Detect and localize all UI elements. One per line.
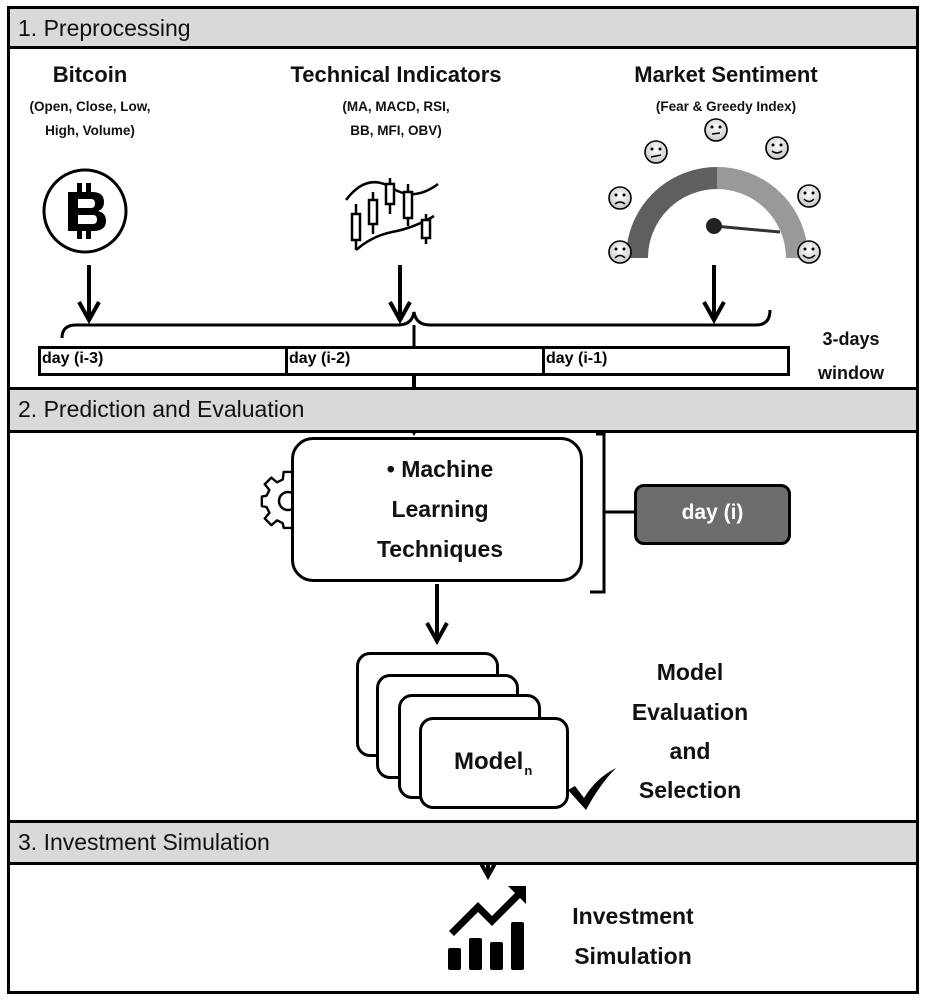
candlestick-icon [345,178,439,251]
technical-title: Technical Indicators [290,62,502,87]
bitcoin-title: Bitcoin [52,62,128,87]
section-title-simulation: 3. Investment Simulation [18,829,270,855]
ml-line1: • Machine [386,456,494,482]
merge-brace [60,309,772,339]
bitcoin-icon [42,168,128,254]
input-arrows [77,265,726,325]
bitcoin-subtitle-line2: High, Volume) [45,123,135,138]
bitcoin-arrowhead [77,301,101,325]
technical-subtitle-line1: (MA, MACD, RSI, [342,99,450,114]
investment-line2: Simulation [574,943,692,969]
window-cell-label: day (i-2) [289,350,351,367]
window-cell-day-i-3: day (i-3) [38,346,288,376]
growth-chart-icon [448,886,526,970]
technical-subtitle-line2: BB, MFI, OBV) [350,123,442,138]
sentiment-title: Market Sentiment [634,62,818,87]
eval-line2: Evaluation [631,699,749,725]
diagram-frame [7,6,919,994]
gauge-icon [608,118,821,264]
section-header-simulation: 3. Investment Simulation [10,820,916,865]
model-n-label: Modeln [454,748,532,778]
ml-to-model-arrowhead [425,622,449,646]
ml-techniques-box: • Machine Learning Techniques [291,437,583,582]
checkmark-icon [568,768,616,810]
window-label-line2: window [818,363,884,383]
technical-arrowhead [388,301,412,325]
model-subscript: n [524,763,533,778]
sentiment-arrowhead [702,301,726,325]
eval-line4: Selection [638,777,742,803]
sentiment-subtitle: (Fear & Greedy Index) [655,99,797,114]
window-cell-day-i-2: day (i-2) [285,346,545,376]
ml-line3: Techniques [376,536,504,562]
target-day-label: day (i) [681,501,744,524]
target-day-box: day (i) [634,484,791,545]
window-cell-day-i-1: day (i-1) [542,346,790,376]
eval-line3: and [669,738,711,764]
window-cell-label: day (i-3) [42,350,104,367]
model-card-front [419,717,569,809]
eval-line1: Model [656,659,724,685]
section-title-prediction: 2. Prediction and Evaluation [18,396,305,422]
investment-line1: Investment [572,903,694,929]
bitcoin-subtitle-line1: (Open, Close, Low, [29,99,151,114]
section-header-preprocessing: 1. Preprocessing [10,9,916,49]
model-label-text: Model [454,748,524,775]
section-title-preprocessing: 1. Preprocessing [18,15,191,41]
window-label-line1: 3-days [822,329,880,349]
window-cell-label: day (i-1) [546,350,608,367]
ml-line2: Learning [391,496,489,522]
section-header-prediction: 2. Prediction and Evaluation [10,387,916,433]
